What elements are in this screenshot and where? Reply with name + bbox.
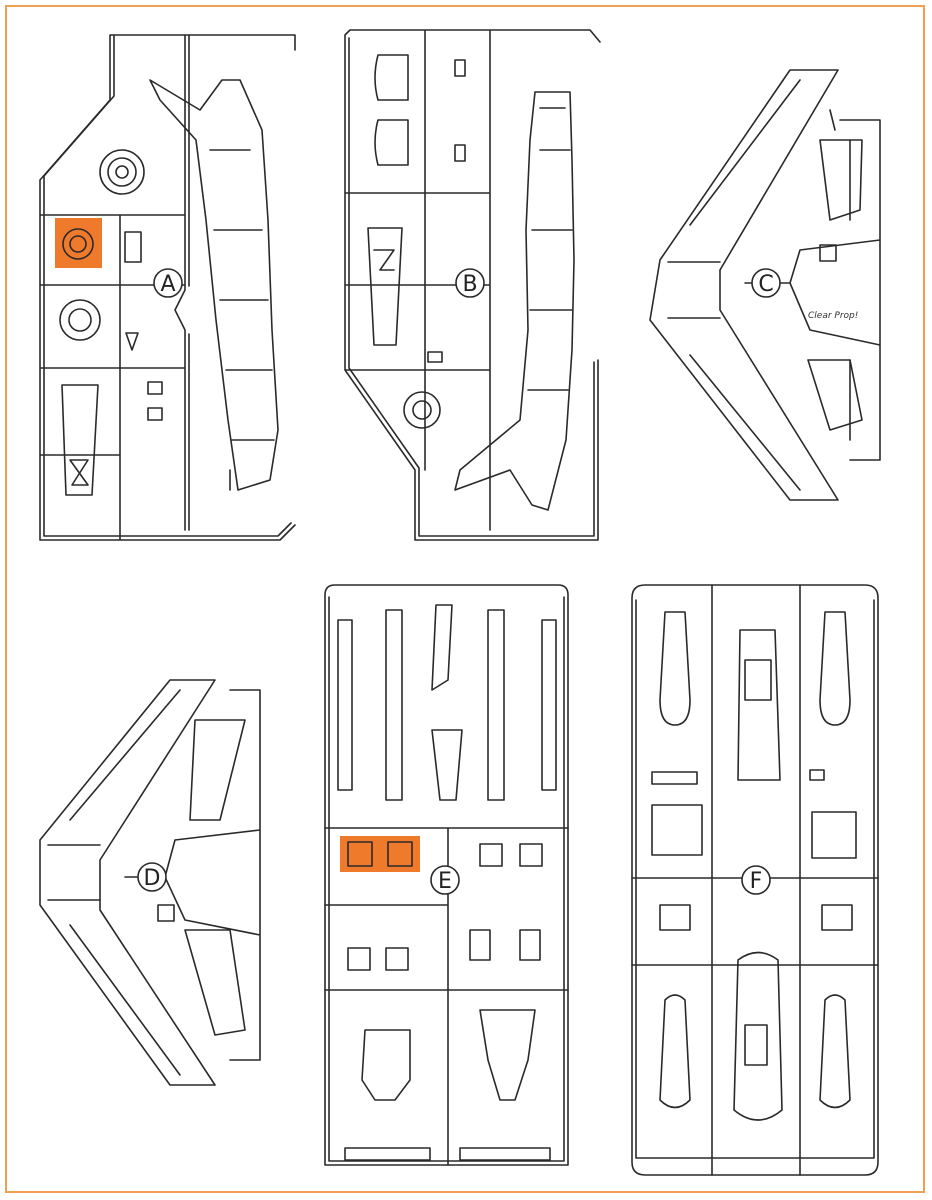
sprue-e: E [324,584,569,1166]
sprue-a: A [39,34,296,541]
sprue-label-d: D [144,866,161,891]
wheel-part [99,149,145,195]
sprue-label-c: C [758,272,773,297]
hub-part [403,391,441,429]
sprue-c: Clear Prop! C [649,69,881,501]
sprue-label-a: A [160,272,175,297]
sprue-f: F [631,584,879,1176]
wing-c [649,69,839,501]
fuselage-half-a [149,79,279,491]
wing-d [39,679,216,1086]
sprue-b: B [344,29,601,541]
fuselage-half-b [454,91,575,511]
page-border [5,5,925,1193]
highlighted-part-a [55,218,102,268]
sprue-label-e: E [438,869,452,894]
sprue-label-f: F [750,869,763,894]
svg-text:Clear Prop!: Clear Prop! [808,311,858,321]
sprue-label-b: B [462,272,477,297]
sprue-d: D [39,679,261,1086]
